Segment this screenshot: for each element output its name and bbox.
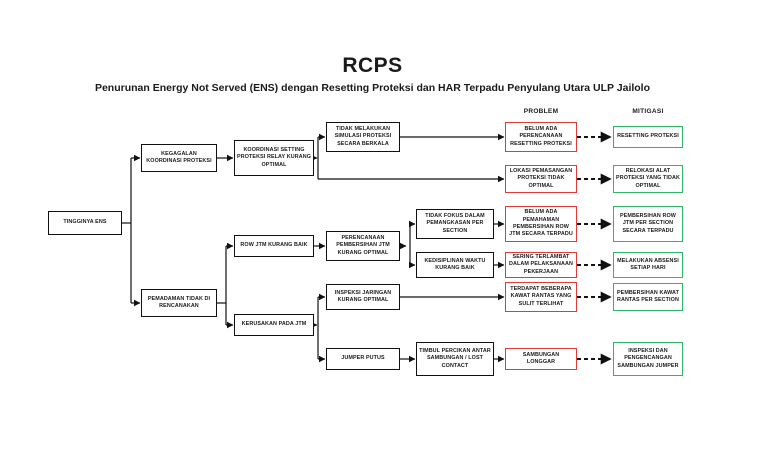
mitigation-box-3: PEMBERSIHAN ROW JTM PER SECTION SECARA T… (613, 206, 683, 242)
problem-column-header: PROBLEM (523, 108, 559, 115)
problem-box-4: SERING TERLAMBAT DALAM PELAKSANAAN PEKER… (505, 252, 577, 278)
node-inspeksi-jaringan: INSPEKSI JARINGAN KURANG OPTIMAL (326, 284, 400, 310)
node-tidak-melakukan-simulasi: TIDAK MELAKUKAN SIMULASI PROTEKSI SECARA… (326, 122, 400, 152)
node-timbul-percikan: TIMBUL PERCIKAN ANTAR SAMBUNGAN / LOST C… (416, 342, 494, 376)
mitigation-box-1: RESETTING PROTEKSI (613, 126, 683, 148)
node-kedisiplinan-waktu: KEDISIPLINAN WAKTU KURANG BAIK (416, 252, 494, 278)
node-jumper-putus: JUMPER PUTUS (326, 348, 400, 370)
problem-box-3: BELUM ADA PEMAHAMAN PEMBERSIHAN ROW JTM … (505, 206, 577, 242)
node-row-jtm-kurang-baik: ROW JTM KURANG BAIK (234, 235, 314, 257)
node-tingginya-ens: TINGGINYA ENS (48, 211, 122, 235)
problem-box-2: LOKASI PEMASANGAN PROTEKSI TIDAK OPTIMAL (505, 165, 577, 193)
mitigation-box-4: MELAKUKAN ABSENSI SETIAP HARI (613, 252, 683, 278)
node-kerusakan-pada-jtm: KERUSAKAN PADA JTM (234, 314, 314, 336)
mitigation-box-5: PEMBERSIHAN KAWAT RANTAS PER SECTION (613, 283, 683, 311)
page-subtitle: Penurunan Energy Not Served (ENS) dengan… (94, 82, 651, 94)
problem-box-1: BELUM ADA PERENCANAAN RESETTING PROTEKSI (505, 122, 577, 152)
node-koordinasi-setting-proteksi: KOORDINASI SETTING PROTEKSI RELAY KURANG… (234, 140, 314, 176)
page-title: RCPS (342, 54, 403, 77)
mitigation-box-2: RELOKASI ALAT PROTEKSI YANG TIDAK OPTIMA… (613, 165, 683, 193)
node-kegagalan-koordinasi-proteksi: KEGAGALAN KOORDINASI PROTEKSI (141, 144, 217, 172)
node-pemadaman-tidak-direncanakan: PEMADAMAN TIDAK DI RENCANAKAN (141, 289, 217, 317)
mitigasi-column-header: MITIGASI (632, 108, 664, 115)
problem-box-6: SAMBUNGAN LONGGAR (505, 348, 577, 370)
node-perencanaan-pembersihan: PERENCANAAN PEMBERSIHAN JTM KURANG OPTIM… (326, 231, 400, 261)
node-tidak-fokus-pemangkasan: TIDAK FOKUS DALAM PEMANGKASAN PER SECTIO… (416, 209, 494, 239)
problem-box-5: TERDAPAT BEBERAPA KAWAT RANTAS YANG SULI… (505, 282, 577, 312)
mitigation-box-6: INSPEKSI DAN PENGENCANGAN SAMBUNGAN JUMP… (613, 342, 683, 376)
